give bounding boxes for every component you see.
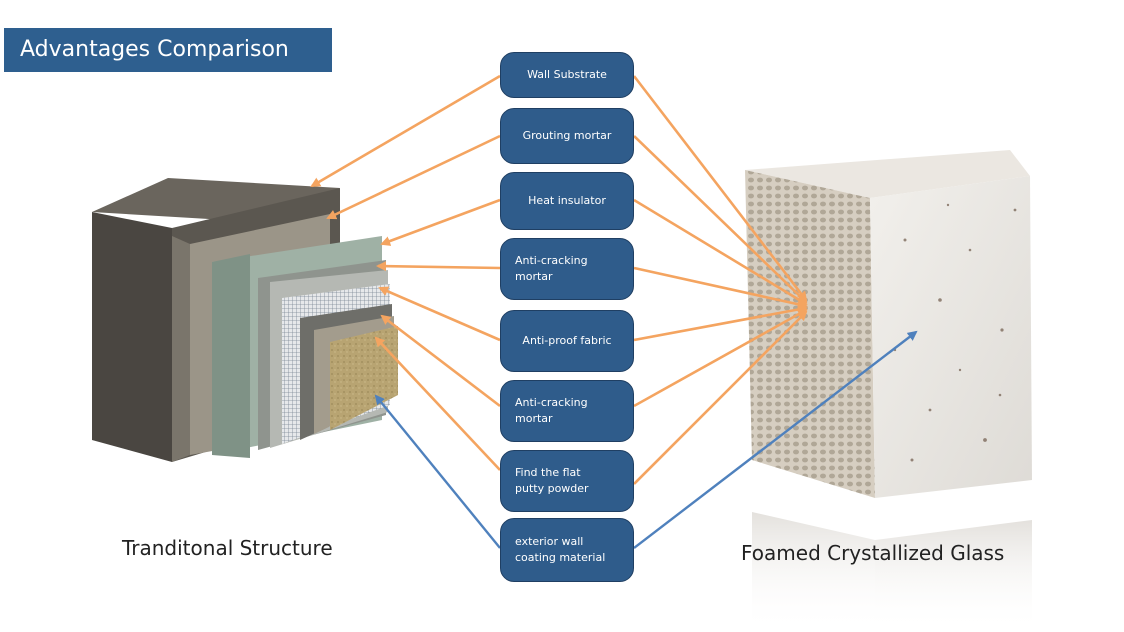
arrow-wall-substrate-to-glass bbox=[632, 75, 808, 302]
arrow-grouting-mortar-to-glass bbox=[633, 135, 808, 304]
arrow-grouting-mortar-to-structure bbox=[326, 134, 501, 220]
arrow-wall-substrate-to-structure bbox=[310, 74, 501, 188]
arrow-heat-insulator-to-structure bbox=[380, 198, 501, 246]
layer-box-anti-cracking-mortar-2: Anti-cracking mortar bbox=[500, 380, 634, 442]
layer-box-anti-cracking-mortar-1: Anti-cracking mortar bbox=[500, 238, 634, 300]
layer-box-wall-substrate: Wall Substrate bbox=[500, 52, 634, 98]
layer-box-putty-powder: Find the flat putty powder bbox=[500, 450, 634, 512]
arrow-putty-to-glass bbox=[633, 310, 808, 485]
arrow-anti-proof-fabric-to-structure bbox=[378, 286, 501, 342]
arrow-anti-cracking-1-to-structure bbox=[376, 261, 501, 272]
traditional-structure-illustration bbox=[92, 178, 398, 462]
caption-traditional-structure: Tranditonal Structure bbox=[122, 536, 333, 560]
arrows-to-foamed-glass bbox=[632, 75, 808, 485]
arrow-anti-cracking-2-to-glass bbox=[633, 308, 808, 408]
arrow-heat-insulator-to-glass bbox=[633, 198, 808, 306]
foamed-glass-illustration bbox=[745, 150, 1032, 632]
layer-box-exterior-coating: exterior wall coating material bbox=[500, 518, 634, 582]
arrow-putty-to-structure bbox=[374, 336, 501, 471]
arrow-anti-cracking-1-to-glass bbox=[633, 266, 808, 310]
layer-box-anti-proof-fabric: Anti-proof fabric bbox=[500, 310, 634, 372]
arrow-anti-cracking-2-to-structure bbox=[380, 314, 501, 408]
caption-foamed-crystallized-glass: Foamed Crystallized Glass bbox=[741, 541, 1005, 565]
arrows-exterior-coating bbox=[374, 330, 918, 549]
arrow-coating-to-structure bbox=[374, 394, 501, 549]
arrow-anti-proof-fabric-to-glass bbox=[633, 304, 808, 342]
arrow-coating-to-glass bbox=[633, 330, 918, 549]
arrows-to-traditional bbox=[310, 74, 501, 471]
layer-box-grouting-mortar: Grouting mortar bbox=[500, 108, 634, 164]
title-banner: Advantages Comparison bbox=[4, 28, 332, 72]
layer-box-heat-insulator: Heat insulator bbox=[500, 172, 634, 230]
